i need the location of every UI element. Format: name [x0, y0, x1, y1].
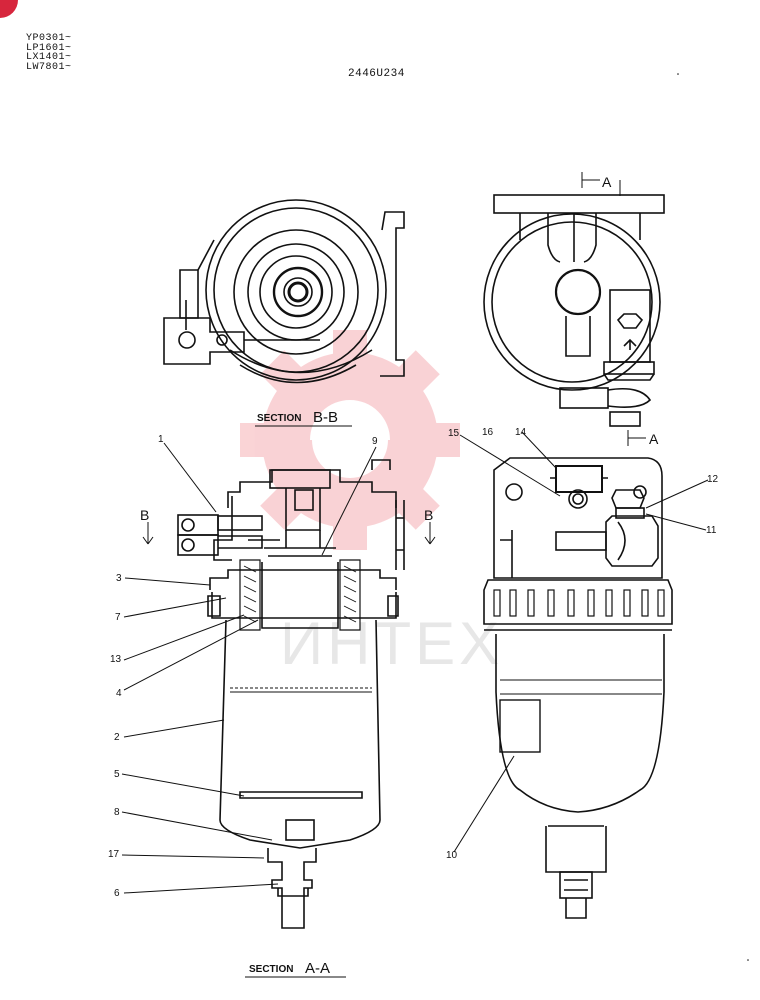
cut-marker-a-top: A: [581, 172, 612, 190]
callout-3: 3: [116, 573, 122, 584]
svg-text:A-A: A-A: [305, 960, 330, 977]
drawing-code: 2446U234: [348, 68, 405, 80]
watermark-logo: [240, 330, 460, 550]
exterior-ribs: [493, 589, 665, 617]
svg-text:B: B: [424, 507, 433, 523]
callout-11: 11: [706, 525, 717, 536]
section-aa-label: SECTION A-A: [245, 960, 346, 978]
callout-13: 13: [110, 654, 122, 665]
corner-badge-icon: [0, 0, 18, 18]
callout-10: 10: [446, 850, 458, 861]
callout-9: 9: [372, 436, 378, 447]
svg-text:SECTION: SECTION: [249, 964, 293, 975]
top-right-view: [483, 180, 665, 427]
serial-range-list: YP0301~ LP1601~ LX1401~ LW7801~: [26, 34, 72, 72]
svg-text:B-B: B-B: [313, 409, 338, 426]
callout-4: 4: [116, 688, 122, 699]
callout-1: 1: [158, 434, 164, 445]
serial-range: LP1601~: [26, 42, 72, 54]
svg-text:A: A: [649, 431, 659, 447]
section-bb-label: SECTION B-B: [255, 409, 352, 427]
cut-marker-b-left: B: [140, 507, 154, 545]
cut-marker-a-bottom: A: [627, 430, 659, 447]
callout-17: 17: [108, 849, 120, 860]
callout-14: 14: [515, 427, 527, 438]
cut-marker-b-right: B: [424, 507, 436, 545]
watermark-text: ИНТЕХ: [280, 610, 503, 677]
serial-range: LW7801~: [26, 61, 72, 73]
callout-7: 7: [115, 612, 121, 623]
callout-5: 5: [114, 769, 120, 780]
callout-16: 16: [482, 427, 494, 438]
section-aa-hatch: [243, 565, 357, 623]
callout-2: 2: [114, 732, 120, 743]
callout-12: 12: [707, 474, 719, 485]
svg-text:B: B: [140, 507, 149, 523]
serial-range: YP0301~: [26, 33, 72, 44]
exterior-view: [483, 457, 673, 919]
callout-15: 15: [448, 428, 460, 439]
callout-leaders: [121, 431, 709, 894]
serial-range: LX1401~: [26, 52, 72, 63]
section-bb-view: [163, 199, 405, 384]
callout-8: 8: [114, 807, 120, 818]
svg-text:SECTION: SECTION: [257, 413, 301, 424]
section-aa-view: [177, 459, 405, 929]
callout-6: 6: [114, 888, 120, 899]
svg-text:A: A: [602, 174, 612, 190]
